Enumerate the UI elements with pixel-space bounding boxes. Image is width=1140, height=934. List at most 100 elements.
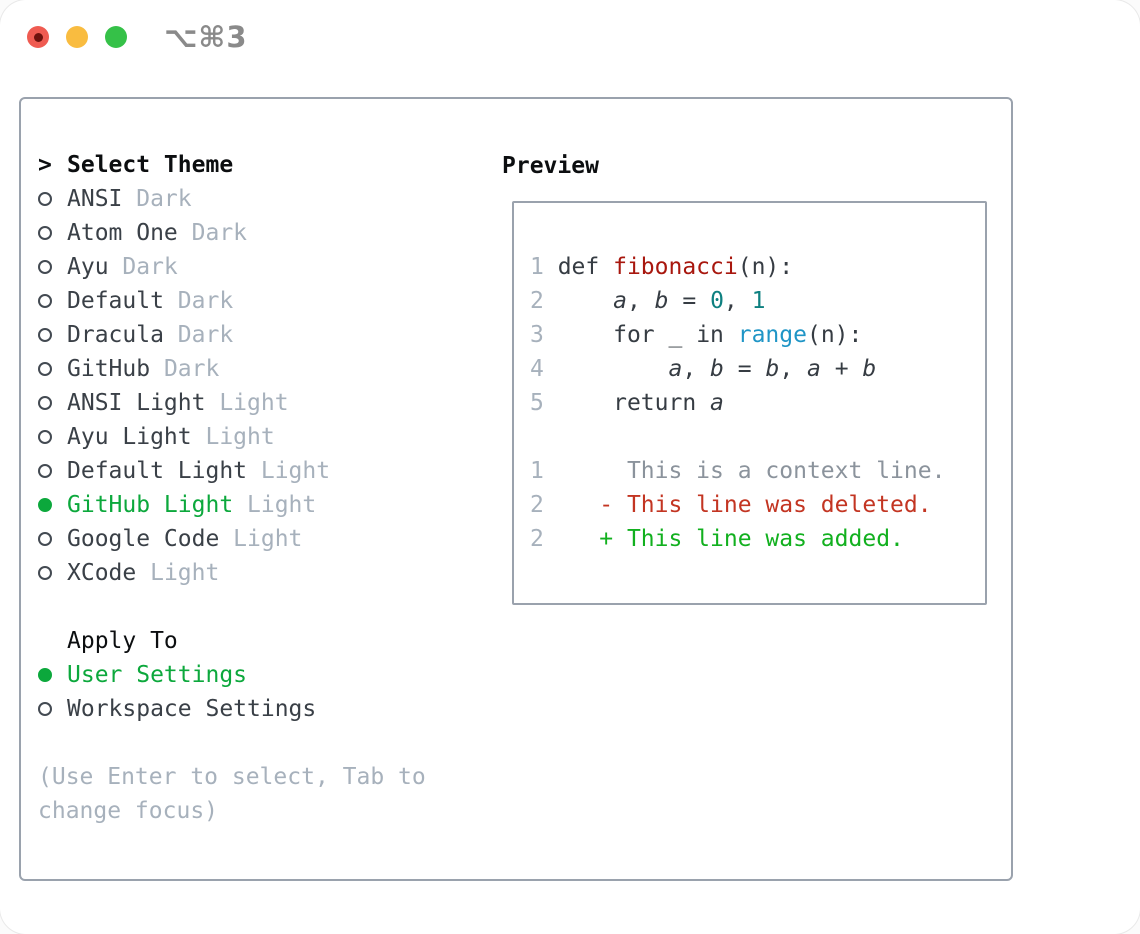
theme-item-default-light[interactable]: Default Light Light (38, 454, 426, 488)
marker-cell (38, 260, 67, 274)
theme-variant-label: Light (205, 424, 275, 450)
radio-icon (38, 294, 52, 308)
code-segment-plain: + (820, 356, 863, 382)
marker-cell (38, 396, 67, 410)
radio-icon (38, 328, 52, 342)
radio-icon (38, 566, 52, 580)
code-segment-var: b (862, 356, 877, 382)
theme-variant-label: Light (233, 526, 303, 552)
marker-cell (38, 294, 67, 308)
code-segment-plain (558, 288, 613, 314)
marker-cell (38, 362, 67, 376)
marker-cell (38, 702, 67, 716)
code-segment-var: a (668, 356, 683, 382)
code-segment-var: b (654, 288, 669, 314)
radio-icon (38, 192, 52, 206)
window-title: ⌥⌘3 (164, 20, 248, 54)
spacer (38, 726, 426, 760)
code-line-3: 3 for _ in range(n): (530, 318, 985, 352)
theme-item-google-code[interactable]: Google Code Light (38, 522, 426, 556)
theme-item-ansi[interactable]: ANSI Dark (38, 182, 426, 216)
theme-variant-label: Dark (136, 186, 192, 212)
theme-item-ayu-light[interactable]: Ayu Light Light (38, 420, 426, 454)
theme-item-dracula[interactable]: Dracula Dark (38, 318, 426, 352)
code-segment-kw: return (613, 390, 711, 416)
theme-item-default[interactable]: Default Dark (38, 284, 426, 318)
radio-icon (38, 362, 52, 376)
cursor-icon: > (38, 152, 52, 178)
theme-variant-label: Light (247, 492, 317, 518)
code-line-4: 4 a, b = b, a + b (530, 352, 985, 386)
code-segment-num: 5 (530, 390, 558, 416)
code-segment-kw: in (696, 322, 738, 348)
code-segment-plain: _ (668, 322, 697, 348)
theme-item-label: Dracula (67, 322, 164, 348)
theme-item-label: ANSI (67, 186, 123, 212)
maximize-button[interactable] (105, 26, 127, 48)
radio-icon (38, 532, 52, 546)
apply-to-header: Apply To (38, 624, 426, 658)
minimize-button[interactable] (66, 26, 88, 48)
apply-option-label: Workspace Settings (67, 696, 317, 722)
close-button[interactable] (27, 26, 49, 48)
theme-item-label: Default (67, 288, 164, 314)
code-segment-kw: def (557, 254, 614, 280)
radio-selected-icon (38, 668, 52, 682)
theme-item-label: ANSI Light (67, 390, 206, 416)
theme-item-label: Ayu Light (67, 424, 192, 450)
code-segment-plain (558, 356, 669, 382)
marker-cell (38, 192, 67, 206)
radio-icon (38, 702, 52, 716)
code-segment-builtin: range (737, 322, 807, 348)
marker-cell (38, 430, 67, 444)
theme-item-label: Atom One (67, 220, 178, 246)
theme-variant-label: Light (260, 458, 331, 484)
code-segment-var: a (710, 390, 724, 416)
code-line-1: 1 def fibonacci(n): (530, 250, 985, 284)
code-segment-add: + This line was added. (557, 526, 904, 552)
apply-option-workspace-settings[interactable]: Workspace Settings (38, 692, 426, 726)
code-segment-ctx: This is a context line. (557, 458, 946, 484)
marker-cell (38, 328, 67, 342)
marker-cell (38, 566, 67, 580)
code-segment-plain: = (723, 356, 766, 382)
theme-item-label: Default Light (67, 458, 248, 484)
code-line-6 (530, 420, 985, 454)
theme-item-ayu[interactable]: Ayu Dark (38, 250, 426, 284)
code-segment-num: 2 (530, 526, 558, 552)
help-text-line-2: change focus) (38, 798, 219, 824)
marker-cell (38, 498, 67, 512)
select-theme-header-label: Select Theme (67, 152, 234, 178)
theme-variant-label: Dark (122, 254, 178, 280)
preview-header-label: Preview (502, 153, 599, 179)
code-segment-num: 3 (530, 322, 558, 348)
select-theme-header: > Select Theme (38, 148, 426, 182)
theme-variant-label: Dark (177, 288, 234, 314)
apply-option-user-settings[interactable]: User Settings (38, 658, 426, 692)
code-segment-num: 1 (530, 254, 558, 280)
theme-variant-label: Dark (163, 356, 220, 382)
radio-icon (38, 464, 52, 478)
code-segment-plain: , (779, 356, 808, 382)
code-segment-lit: 1 (751, 288, 766, 314)
code-line-2: 2 a, b = 0, 1 (530, 284, 985, 318)
theme-variant-label: Dark (177, 322, 234, 348)
theme-item-label: Ayu (67, 254, 109, 280)
theme-item-label: Google Code (67, 526, 220, 552)
marker-cell (38, 464, 67, 478)
radio-selected-icon (38, 498, 52, 512)
code-segment-num: 4 (530, 356, 558, 382)
help-text-line-1: (Use Enter to select, Tab to (38, 764, 426, 790)
code-segment-plain: , (723, 288, 752, 314)
